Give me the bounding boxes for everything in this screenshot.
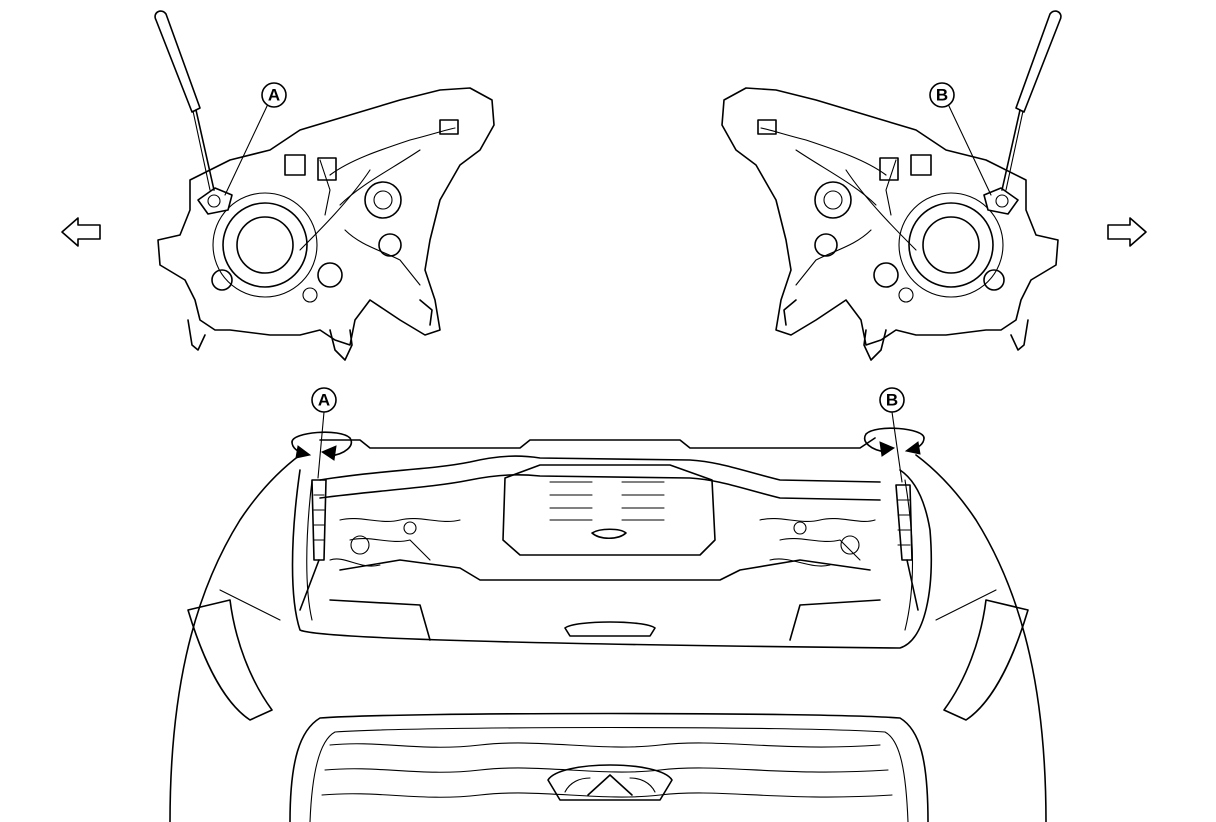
callout-a-top: A xyxy=(224,82,287,196)
arrow-right-icon xyxy=(1107,217,1147,247)
callout-a-bottom-label: A xyxy=(318,391,330,410)
callout-b-top: B xyxy=(929,82,955,108)
brand-emblem-icon xyxy=(547,764,673,801)
callout-b-bottom-label: B xyxy=(886,391,898,410)
callout-a-bottom: A xyxy=(311,387,337,479)
arrow-left-icon xyxy=(61,217,101,247)
left-headlamp-assembly xyxy=(157,87,495,361)
emblem-engine-icon xyxy=(591,528,627,540)
right-headlamp-assembly xyxy=(721,10,1062,361)
screwdriver-icon xyxy=(299,479,327,611)
rotation-arrow-icon xyxy=(291,431,352,461)
rotation-arrow-icon xyxy=(864,427,925,457)
callout-b-bottom: B xyxy=(879,387,905,483)
screwdriver-icon xyxy=(895,484,919,611)
grille-bars xyxy=(321,742,893,798)
engine-cover-ribs xyxy=(549,481,665,521)
callout-b-top-label: B xyxy=(936,86,948,105)
screwdriver-icon xyxy=(154,10,215,191)
vehicle-front-view xyxy=(169,437,1047,822)
callout-a-top-label: A xyxy=(268,86,280,105)
